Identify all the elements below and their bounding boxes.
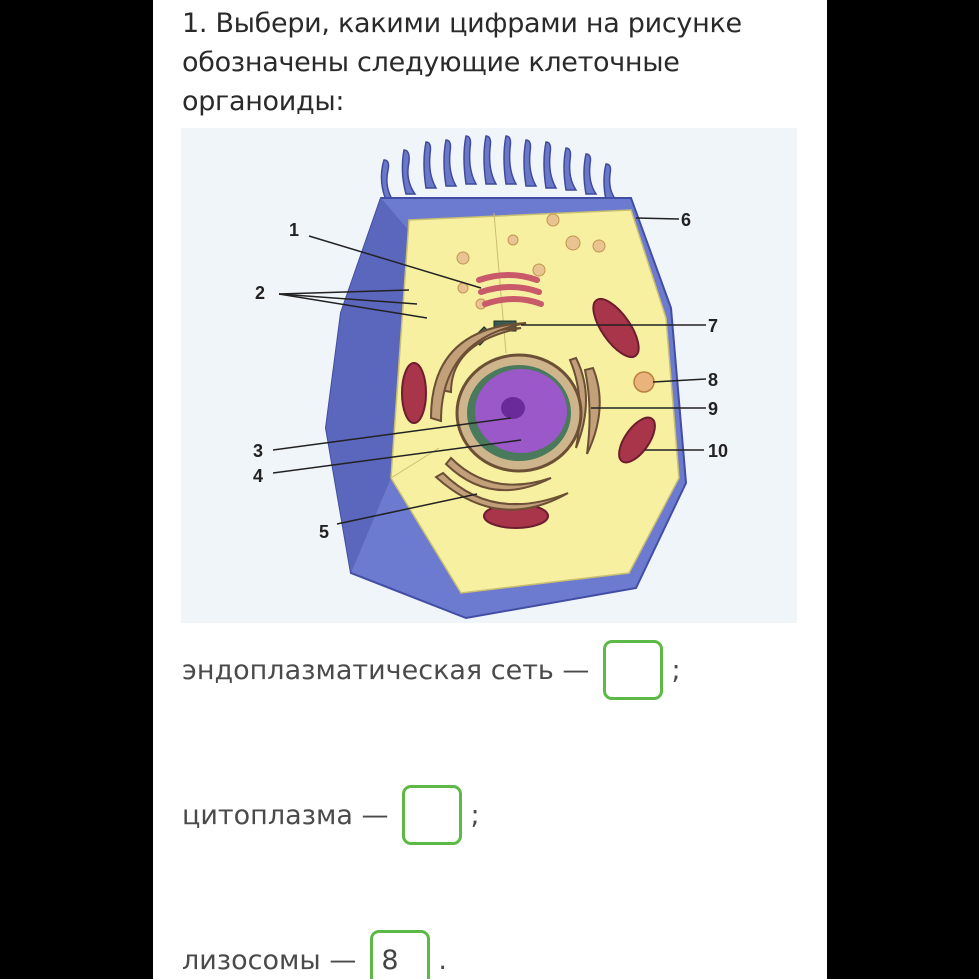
label-10: 10: [708, 441, 728, 461]
answer-suffix: ;: [470, 799, 480, 831]
answer-row-lysosomes: лизосомы — .: [182, 928, 447, 979]
label-1: 1: [289, 220, 299, 240]
answer-label: цитоплазма —: [182, 799, 389, 831]
label-2: 2: [255, 283, 265, 303]
endoplasmic-reticulum: [429, 322, 601, 511]
answer-input-lysosomes[interactable]: [370, 930, 431, 979]
label-8: 8: [708, 370, 718, 390]
task-card: 1. Выбери, какими цифрами на рисунке обо…: [153, 0, 827, 979]
nucleolus: [501, 397, 525, 419]
question-text: 1. Выбери, какими цифрами на рисунке обо…: [182, 8, 742, 117]
lysosome: [633, 371, 655, 393]
label-3: 3: [253, 441, 263, 461]
label-4: 4: [253, 466, 263, 486]
cell-diagram: 1 2 3 4 5 6 7 8 9 10: [181, 128, 797, 623]
answer-label: эндоплазматическая сеть —: [182, 654, 590, 686]
answer-label: лизосомы —: [182, 944, 357, 976]
answer-row-cytoplasm: цитоплазма — ;: [182, 783, 480, 847]
label-7: 7: [708, 316, 718, 336]
vesicles: [456, 213, 606, 310]
answer-input-er[interactable]: [603, 640, 664, 700]
golgi-apparatus: [476, 272, 544, 307]
label-6: 6: [681, 210, 691, 230]
answer-suffix: ;: [671, 654, 681, 686]
label-9: 9: [708, 399, 718, 419]
answer-row-er: эндоплазматическая сеть — ;: [182, 638, 681, 702]
microvilli: [380, 135, 618, 204]
label-5: 5: [319, 522, 329, 542]
answer-input-cytoplasm[interactable]: [402, 785, 463, 845]
answer-suffix: .: [438, 944, 447, 976]
